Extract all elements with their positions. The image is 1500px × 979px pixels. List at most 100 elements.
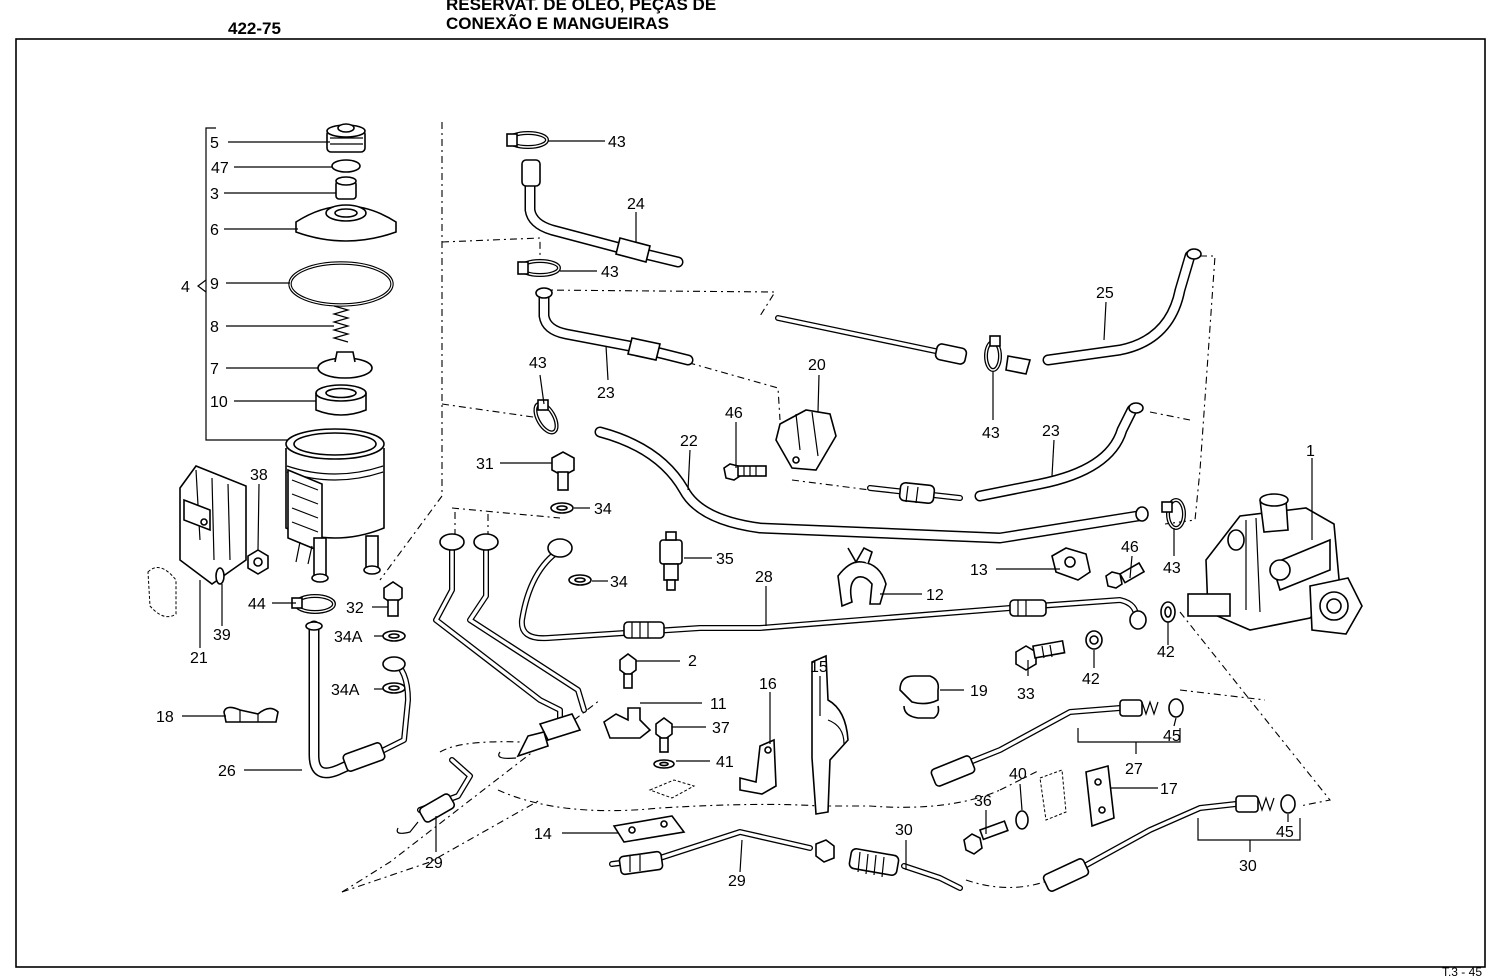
callout-27: 27 bbox=[1125, 761, 1143, 778]
pipe-clamp-11 bbox=[603, 707, 652, 739]
pipe-clip-12 bbox=[837, 546, 887, 608]
filter-element bbox=[315, 384, 367, 416]
reservoir-exploded-stack bbox=[147, 123, 411, 779]
mounting-reference-17 bbox=[1039, 769, 1067, 821]
power-steering-pump bbox=[1187, 493, 1363, 635]
return-hose-23-upper bbox=[535, 287, 694, 366]
callout-46-right: 46 bbox=[1121, 539, 1139, 556]
reservoir-cap bbox=[326, 123, 366, 153]
small-o-ring bbox=[331, 159, 361, 173]
callout-14: 14 bbox=[534, 826, 552, 843]
callout-44: 44 bbox=[248, 596, 266, 613]
callout-numbers: 5 47 3 6 4 9 8 7 10 38 44 32 34A 34A 21 … bbox=[156, 134, 1315, 890]
oil-line-30-right bbox=[1042, 794, 1296, 892]
page-title-line-1: RESERVAT. DE ÓLEO, PEÇAS DE bbox=[446, 0, 717, 14]
callout-18: 18 bbox=[156, 709, 174, 726]
group-4-brace-tip bbox=[197, 279, 207, 293]
hose-end-sleeve bbox=[1005, 355, 1032, 375]
callout-5: 5 bbox=[210, 135, 219, 152]
callout-43-on-hose-25: 43 bbox=[982, 425, 1000, 442]
suction-hose-26 bbox=[305, 620, 411, 779]
callout-1: 1 bbox=[1306, 443, 1315, 460]
page-title: RESERVAT. DE ÓLEO, PEÇAS DE CONEXÃO E MA… bbox=[446, 0, 716, 33]
mounting-plate-reference bbox=[648, 779, 696, 799]
filter-bushing bbox=[335, 176, 357, 200]
callout-36: 36 bbox=[974, 793, 992, 810]
pressure-hose-22 bbox=[594, 426, 1149, 544]
callout-33: 33 bbox=[1017, 686, 1035, 703]
hose-clamp-44 bbox=[291, 594, 336, 614]
clamp-plate-14 bbox=[612, 815, 686, 843]
hose-clamp-43-second bbox=[517, 259, 561, 277]
hose-clamp-43-top bbox=[506, 131, 549, 149]
hose-clamp-43-at-pump bbox=[1161, 498, 1186, 530]
callout-45-upper: 45 bbox=[1163, 728, 1181, 745]
callout-39: 39 bbox=[213, 627, 231, 644]
callout-32: 32 bbox=[346, 600, 364, 617]
oil-line-30-bottom bbox=[848, 847, 963, 891]
callout-17: 17 bbox=[1160, 781, 1178, 798]
callout-16: 16 bbox=[759, 676, 777, 693]
hex-bolt-36 bbox=[963, 820, 1009, 855]
return-pipe-to-hose-25 bbox=[775, 315, 968, 365]
return-hose-24 bbox=[521, 159, 684, 268]
callout-43-at-pump: 43 bbox=[1163, 560, 1181, 577]
banjo-bolt-31 bbox=[551, 451, 575, 491]
callout-30-right: 30 bbox=[1239, 858, 1257, 875]
callout-47: 47 bbox=[211, 160, 229, 177]
filter-spring bbox=[331, 305, 351, 343]
callout-7: 7 bbox=[210, 361, 219, 378]
callout-15: 15 bbox=[810, 659, 828, 676]
hex-bolt-37 bbox=[655, 717, 673, 753]
callout-leader-lines bbox=[182, 140, 1313, 873]
hex-bolt-46-right bbox=[1105, 561, 1146, 589]
callout-24: 24 bbox=[627, 196, 645, 213]
callout-42-upper: 42 bbox=[1157, 644, 1175, 661]
clamp-plate-17 bbox=[1085, 764, 1115, 828]
washer bbox=[215, 567, 225, 585]
callout-43-top: 43 bbox=[608, 134, 626, 151]
callout-43-third: 43 bbox=[529, 355, 547, 372]
callout-23-upper: 23 bbox=[597, 385, 615, 402]
callout-21: 21 bbox=[190, 650, 208, 667]
callout-34a-upper: 34A bbox=[334, 629, 363, 646]
pressure-switch-35 bbox=[659, 531, 683, 591]
callout-3: 3 bbox=[210, 186, 219, 203]
return-hose-23-lower bbox=[974, 402, 1144, 502]
reservoir-cover bbox=[295, 204, 397, 242]
hose-connector-fitting bbox=[867, 481, 963, 505]
callout-45-lower: 45 bbox=[1276, 824, 1294, 841]
callout-4: 4 bbox=[181, 279, 190, 296]
callout-11: 11 bbox=[710, 696, 727, 713]
reservoir-bracket bbox=[179, 465, 247, 585]
hose-clamp-43-on-hose-25 bbox=[984, 335, 1002, 372]
callout-42-lower: 42 bbox=[1082, 671, 1100, 688]
page-reference-mark: T.3 - 45 bbox=[1441, 965, 1482, 979]
hex-bolt-46-left bbox=[723, 463, 767, 481]
callout-46-left: 46 bbox=[725, 405, 743, 422]
callout-30-bottom: 30 bbox=[895, 822, 913, 839]
oil-line-29-bottom bbox=[609, 829, 835, 876]
callout-34a-lower: 34A bbox=[331, 682, 360, 699]
reservoir-hose-25 bbox=[1042, 248, 1202, 366]
callout-38: 38 bbox=[250, 467, 268, 484]
banjo-bolt-32 bbox=[383, 581, 403, 617]
mounting-point-reference bbox=[147, 567, 177, 618]
callout-31: 31 bbox=[476, 456, 494, 473]
callout-10: 10 bbox=[210, 394, 228, 411]
washer-40 bbox=[1015, 810, 1029, 830]
oil-line-29-left bbox=[396, 757, 473, 834]
callout-43-second: 43 bbox=[601, 264, 619, 281]
o-ring-45-lower bbox=[1280, 794, 1296, 814]
callout-6: 6 bbox=[210, 222, 219, 239]
pressure-line-28 bbox=[518, 538, 1147, 642]
callout-29-bottom: 29 bbox=[728, 873, 746, 890]
page-code: 422-75 bbox=[228, 19, 281, 38]
hose-holder-20 bbox=[775, 409, 837, 471]
callout-35: 35 bbox=[716, 551, 734, 568]
hex-nut bbox=[247, 549, 269, 575]
callout-40: 40 bbox=[1009, 766, 1027, 783]
callout-12: 12 bbox=[926, 587, 944, 604]
